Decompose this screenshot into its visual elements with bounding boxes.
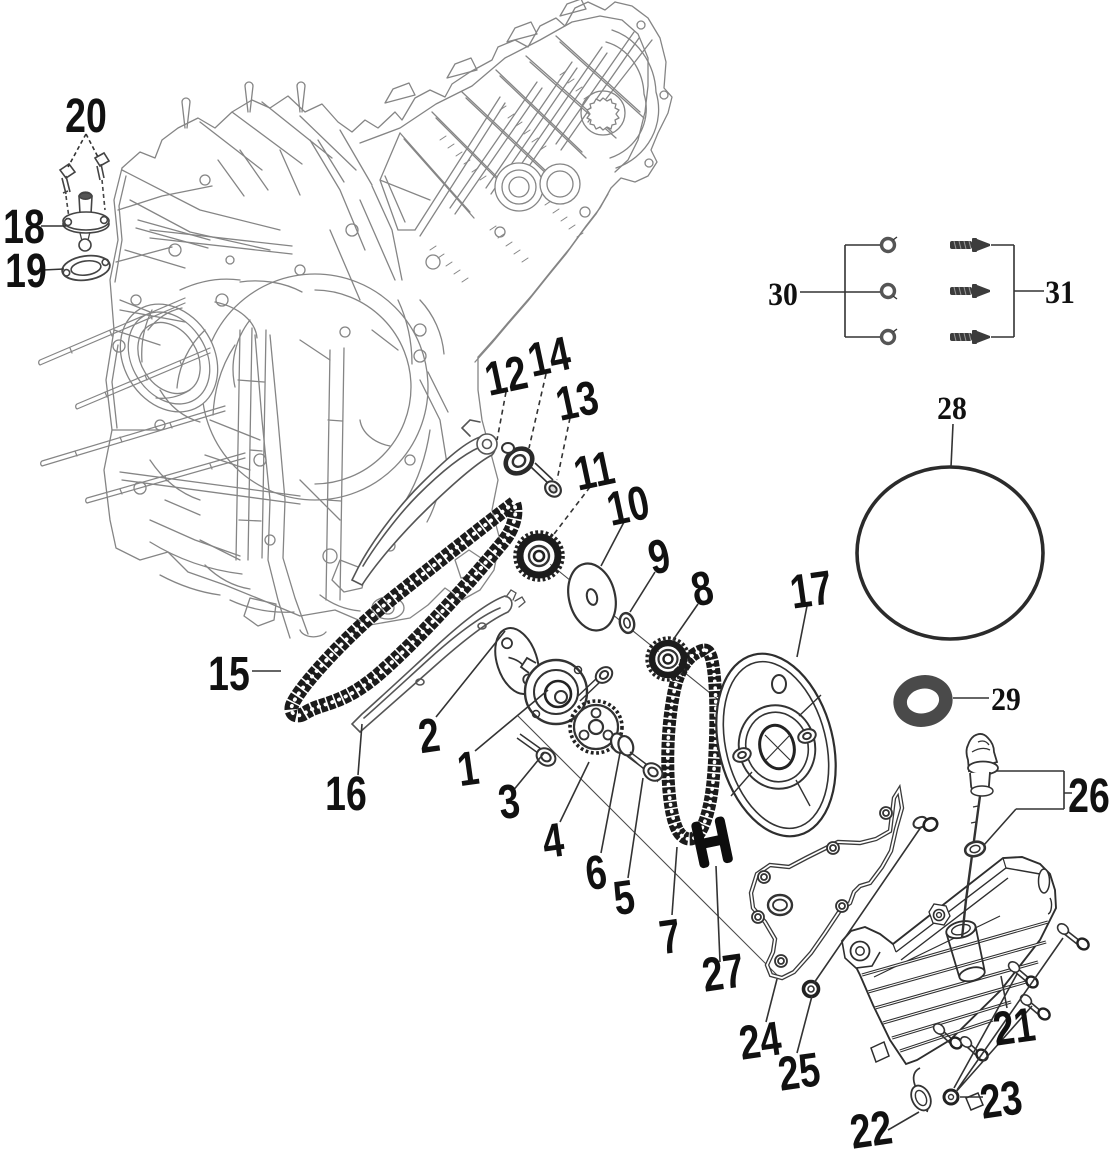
svg-text:17: 17 [787, 561, 836, 620]
svg-text:15: 15 [208, 648, 250, 702]
svg-text:22: 22 [847, 1101, 896, 1159]
svg-text:16: 16 [325, 768, 367, 822]
svg-text:26: 26 [1068, 770, 1110, 824]
svg-text:30: 30 [768, 276, 798, 313]
svg-text:18: 18 [3, 201, 45, 255]
svg-text:31: 31 [1045, 274, 1075, 311]
svg-text:23: 23 [977, 1071, 1026, 1130]
svg-text:21: 21 [990, 998, 1039, 1057]
svg-text:29: 29 [991, 681, 1021, 718]
svg-text:24: 24 [736, 1012, 785, 1071]
svg-text:25: 25 [775, 1043, 824, 1102]
svg-text:28: 28 [937, 390, 967, 427]
svg-text:27: 27 [699, 944, 748, 1003]
svg-text:19: 19 [5, 245, 47, 299]
svg-text:20: 20 [65, 90, 107, 144]
